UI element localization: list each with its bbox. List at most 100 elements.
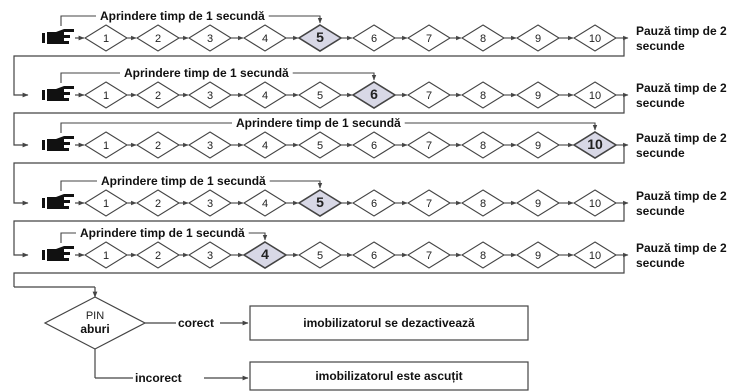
digit-diamond: [83, 241, 129, 269]
digit-label: 2: [155, 250, 161, 262]
digit-label: 2: [155, 90, 161, 102]
blink-label: Aprindere timp de 1 secundă: [124, 66, 289, 80]
digit-diamond: [83, 131, 129, 159]
digit-label: 6: [370, 86, 378, 102]
digit-diamond: [515, 131, 561, 159]
digit-diamond: [135, 81, 181, 109]
digit-label: 8: [480, 33, 486, 45]
blink-label: Aprindere timp de 1 secundă: [80, 226, 245, 240]
decision-label-aburi: aburi: [80, 322, 109, 336]
pin-decision: PIN aburi corect imobilizatorul se dezac…: [13, 275, 529, 391]
digit-diamond: [351, 24, 397, 52]
return-connector: [13, 95, 625, 148]
digit-label: 10: [589, 198, 601, 210]
digit-label: 1: [103, 90, 109, 102]
digit-diamond: [515, 81, 561, 109]
digit-label: 6: [371, 33, 377, 45]
digit-label: 9: [535, 198, 541, 210]
digit-diamond-highlighted: [297, 24, 343, 52]
digit-label: 5: [317, 140, 323, 152]
digit-diamond: [460, 189, 506, 217]
digit-diamond: [242, 24, 288, 52]
digit-label: 6: [371, 140, 377, 152]
digit-label: 7: [426, 140, 432, 152]
decision-label-pin: PIN: [86, 310, 104, 322]
pointing-hand-icon: [42, 194, 74, 209]
digit-diamond: [187, 131, 233, 159]
digit-label: 3: [207, 250, 213, 262]
pointing-hand-icon: [42, 29, 74, 44]
digit-diamond: [83, 189, 129, 217]
digit-label: 8: [480, 140, 486, 152]
blink-label: Aprindere timp de 1 secundă: [100, 9, 265, 23]
blink-bracket: [60, 232, 76, 243]
pause-label: Pauză timp de 2: [636, 131, 727, 145]
digit-diamond: [572, 24, 618, 52]
return-connector: [13, 203, 625, 258]
pause-label-unit: secunde: [636, 39, 685, 53]
digit-label: 6: [371, 250, 377, 262]
digit-diamond: [406, 24, 452, 52]
digit-label: 9: [535, 250, 541, 262]
digit-diamond: [460, 81, 506, 109]
pause-label: Pauză timp de 2: [636, 24, 727, 38]
pause-label-unit: secunde: [636, 256, 685, 270]
digit-diamond: [242, 189, 288, 217]
digit-label: 10: [589, 90, 601, 102]
digit-diamond: [406, 241, 452, 269]
digit-diamond-highlighted: [297, 189, 343, 217]
digit-diamond: [135, 241, 181, 269]
digit-label: 5: [316, 29, 324, 45]
blink-bracket: [268, 15, 323, 24]
digit-label: 8: [480, 198, 486, 210]
result-text-armed: imobilizatorul este ascuțit: [315, 369, 462, 383]
digit-label: 1: [103, 140, 109, 152]
digit-diamond: [515, 189, 561, 217]
digit-label: 7: [426, 250, 432, 262]
result-text-deactivated: imobilizatorul se dezactivează: [303, 316, 475, 330]
return-connector: [13, 38, 625, 98]
digit-label: 7: [426, 198, 432, 210]
digit-diamond: [297, 241, 343, 269]
digit-diamond: [572, 189, 618, 217]
digit-diamond: [242, 81, 288, 109]
digit-diamond: [297, 131, 343, 159]
digit-diamond: [135, 24, 181, 52]
digit-diamond: [242, 131, 288, 159]
pointing-hand-icon: [42, 136, 74, 151]
digit-label: 2: [155, 33, 161, 45]
digit-label: 1: [103, 33, 109, 45]
digit-label: 3: [207, 198, 213, 210]
blink-label: Aprindere timp de 1 secundă: [236, 116, 401, 130]
digit-diamond: [351, 189, 397, 217]
digit-diamond: [460, 131, 506, 159]
blink-bracket: [60, 122, 232, 133]
digit-label: 10: [589, 250, 601, 262]
digit-label: 4: [262, 198, 268, 210]
digit-label: 9: [535, 140, 541, 152]
digit-diamond: [515, 241, 561, 269]
blink-bracket: [60, 180, 97, 191]
digit-label: 7: [426, 90, 432, 102]
blink-bracket: [269, 180, 323, 189]
pointing-hand-icon: [42, 86, 74, 101]
digit-label: 1: [103, 250, 109, 262]
digit-label: 1: [103, 198, 109, 210]
digit-diamond: [135, 131, 181, 159]
digit-diamond-highlighted: [572, 131, 618, 159]
blink-label: Aprindere timp de 1 secundă: [101, 174, 266, 188]
pointing-hand-icon: [42, 246, 74, 261]
digit-label: 4: [262, 140, 268, 152]
digit-diamond: [135, 189, 181, 217]
pause-label: Pauză timp de 2: [636, 241, 727, 255]
digit-label: 4: [262, 90, 268, 102]
digit-label: 10: [587, 136, 603, 152]
pause-label-unit: secunde: [636, 96, 685, 110]
return-connector: [13, 145, 625, 206]
